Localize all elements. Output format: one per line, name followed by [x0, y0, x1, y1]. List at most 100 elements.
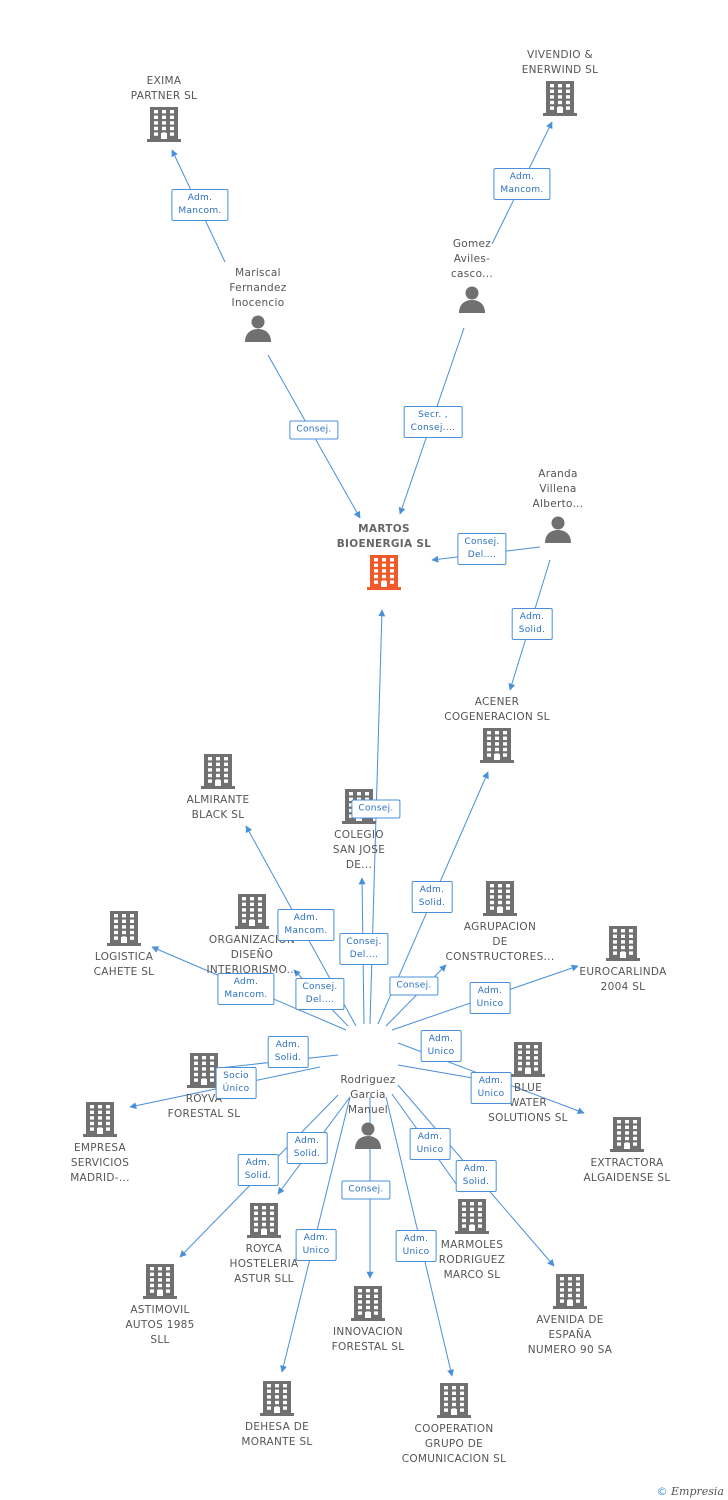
building-icon[interactable] [247, 1202, 281, 1238]
relation-label-rodriguez-cooperation[interactable]: Adm.Unico [395, 1230, 437, 1262]
node-label-line: PARTNER SL [130, 90, 198, 102]
building-icon[interactable] [83, 1101, 117, 1137]
node-vivendio[interactable]: VIVENDIO &ENERWIND SL [500, 48, 620, 116]
building-icon[interactable] [235, 893, 269, 929]
building-icon[interactable] [260, 1380, 294, 1416]
relation-label-rodriguez-colegio[interactable]: Consej.Del.... [339, 933, 389, 965]
building-icon[interactable] [606, 925, 640, 961]
relation-label-rodriguez-dehesa[interactable]: Adm.Unico [295, 1229, 337, 1261]
node-label[interactable]: VIVENDIO &ENERWIND SL [500, 48, 620, 78]
relation-label-rodriguez-innovacion[interactable]: Consej. [341, 1180, 391, 1200]
building-icon[interactable] [543, 80, 577, 116]
relation-label-rodriguez-acener[interactable]: Adm.Solid. [411, 881, 453, 913]
relation-label-line: Socio [223, 1071, 249, 1081]
person-icon[interactable] [457, 284, 487, 314]
building-icon[interactable] [455, 1198, 489, 1234]
person-icon[interactable] [243, 313, 273, 343]
relation-label-rodriguez-eurocarlinda[interactable]: Adm.Unico [469, 982, 511, 1014]
relation-label-aranda-acener[interactable]: Adm.Solid. [511, 608, 553, 640]
relation-label-line: Adm. [428, 1034, 454, 1044]
person-icon[interactable] [353, 1120, 383, 1150]
building-icon[interactable] [143, 1263, 177, 1299]
relation-label-gomez-vivendio[interactable]: Adm.Mancom. [493, 168, 551, 200]
relation-label-rodriguez-logistica[interactable]: Adm.Mancom. [217, 973, 275, 1005]
building-icon[interactable] [201, 753, 235, 789]
relation-label-rodriguez-bluewater[interactable]: Adm.Unico [470, 1072, 512, 1104]
relation-label-rodriguez-extractora[interactable]: Adm.Unico [420, 1030, 462, 1062]
relation-label-mariscal-martos[interactable]: Consej. [289, 420, 339, 440]
building-icon[interactable] [553, 1273, 587, 1309]
building-icon[interactable] [187, 1052, 221, 1088]
relation-label-mariscal-exima[interactable]: Adm.Mancom. [171, 189, 229, 221]
building-icon[interactable] [107, 910, 141, 946]
building-icon[interactable] [367, 554, 401, 590]
building-icon[interactable] [610, 1116, 644, 1152]
relation-label-gomez-martos[interactable]: Secr. ,Consej.... [403, 406, 463, 438]
relation-label-rodriguez-almirante[interactable]: Adm.Mancom. [277, 909, 335, 941]
relation-label-rodriguez-royva[interactable]: Adm.Solid. [267, 1036, 309, 1068]
building-icon[interactable] [437, 1382, 471, 1418]
relation-label-rodriguez-avenida[interactable]: Adm.Solid. [455, 1160, 497, 1192]
building-icon[interactable] [483, 880, 517, 916]
person-icon[interactable] [543, 514, 573, 544]
relation-label-aranda-martos[interactable]: Consej.Del.... [457, 533, 507, 565]
building-icon[interactable] [480, 727, 514, 763]
relation-label-rodriguez-astimovil[interactable]: Adm.Solid. [237, 1154, 279, 1186]
relation-label-rodriguez-marmoles[interactable]: Adm.Unico [409, 1128, 451, 1160]
building-icon[interactable] [351, 1285, 385, 1321]
relation-label-rodriguez-martos[interactable]: Consej. [351, 799, 401, 819]
building-icon[interactable] [511, 1041, 545, 1077]
relation-label-rodriguez-organizacion[interactable]: Consej.Del.... [295, 978, 345, 1010]
building-icon[interactable] [147, 106, 181, 142]
relation-label-rodriguez-royca[interactable]: Adm.Solid. [286, 1132, 328, 1164]
relation-label-rodriguez-agrupacion[interactable]: Consej. [389, 976, 439, 996]
